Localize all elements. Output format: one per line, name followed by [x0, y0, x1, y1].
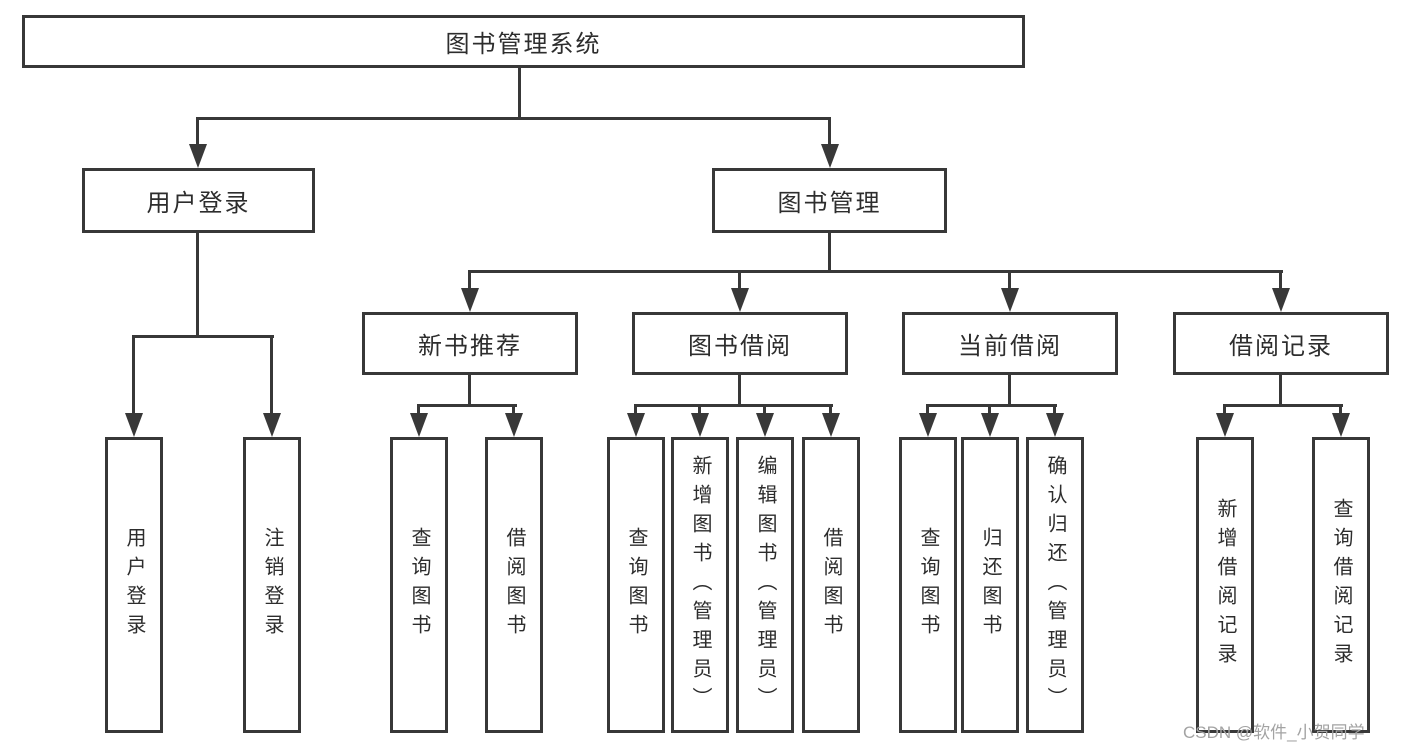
connector-line [468, 375, 471, 407]
connector-line [927, 404, 1057, 407]
connector-line [1008, 375, 1011, 407]
node-new-book-recommendation: 新书推荐 [362, 312, 578, 375]
arrowhead-down-icon [505, 413, 523, 437]
node-label: 图书借阅 [688, 333, 792, 360]
arrowhead-down-icon [125, 413, 143, 437]
connector-line [518, 66, 521, 120]
connector-line [634, 404, 637, 416]
node-label: 查询借阅记录 [1330, 498, 1352, 672]
node-label: 确认归还（管理员） [1044, 454, 1066, 716]
arrowhead-down-icon [1332, 413, 1350, 437]
node-query-books-recommend: 查询图书 [390, 437, 448, 733]
connector-line [1339, 404, 1342, 416]
connector-line [698, 404, 701, 416]
node-label: 借阅图书 [503, 527, 525, 643]
node-label: 注销登录 [261, 527, 283, 643]
connector-line [926, 404, 929, 416]
node-return-books: 归还图书 [961, 437, 1019, 733]
arrowhead-down-icon [919, 413, 937, 437]
connector-line [1223, 404, 1226, 416]
node-add-books-admin: 新增图书（管理员） [671, 437, 729, 733]
connector-line [132, 335, 135, 415]
connector-line [828, 117, 831, 147]
node-add-borrow-record: 新增借阅记录 [1196, 437, 1254, 733]
node-user-login: 用户登录 [82, 168, 315, 233]
watermark-text: CSDN @软件_小贺同学 [1183, 723, 1365, 742]
node-label: 图书管理 [777, 190, 882, 217]
node-label: 借阅记录 [1229, 333, 1333, 360]
arrowhead-down-icon [691, 413, 709, 437]
node-user-login-leaf: 用户登录 [105, 437, 163, 733]
node-label: 新书推荐 [418, 333, 522, 360]
connector-line [738, 375, 741, 407]
node-edit-books-admin: 编辑图书（管理员） [736, 437, 794, 733]
connector-line [468, 270, 471, 290]
connector-line [1279, 375, 1282, 407]
connector-line [1008, 270, 1011, 290]
connector-line [1053, 404, 1056, 416]
connector-line [828, 233, 831, 273]
connector-line [988, 404, 991, 416]
arrowhead-down-icon [461, 288, 479, 312]
node-label: 查询图书 [408, 527, 430, 643]
connector-line [196, 233, 199, 338]
node-current-borrowing: 当前借阅 [902, 312, 1118, 375]
node-library-management-system: 图书管理系统 [22, 15, 1025, 68]
arrowhead-down-icon [1272, 288, 1290, 312]
connector-line [763, 404, 766, 416]
connector-line [417, 404, 420, 416]
connector-line [738, 270, 741, 290]
arrowhead-down-icon [821, 144, 839, 168]
node-borrowing-records: 借阅记录 [1173, 312, 1389, 375]
node-label: 用户登录 [123, 527, 145, 643]
node-book-borrowing: 图书借阅 [632, 312, 848, 375]
node-label: 当前借阅 [958, 333, 1062, 360]
node-label: 图书管理系统 [445, 31, 602, 58]
node-label: 借阅图书 [820, 527, 842, 643]
arrowhead-down-icon [731, 288, 749, 312]
arrowhead-down-icon [1001, 288, 1019, 312]
node-label: 归还图书 [979, 527, 1001, 643]
node-label: 新增借阅记录 [1214, 498, 1236, 672]
node-confirm-return-admin: 确认归还（管理员） [1026, 437, 1084, 733]
node-borrow-books-recommend: 借阅图书 [485, 437, 543, 733]
node-query-books-borrowing: 查询图书 [607, 437, 665, 733]
node-query-books-current: 查询图书 [899, 437, 957, 733]
connector-line [196, 117, 199, 147]
node-book-management: 图书管理 [712, 168, 947, 233]
arrowhead-down-icon [189, 144, 207, 168]
arrowhead-down-icon [1216, 413, 1234, 437]
node-label: 编辑图书（管理员） [754, 454, 776, 716]
connector-line [635, 404, 833, 407]
connector-line [197, 117, 831, 120]
arrowhead-down-icon [1046, 413, 1064, 437]
node-label: 查询图书 [917, 527, 939, 643]
arrowhead-down-icon [756, 413, 774, 437]
node-label: 查询图书 [625, 527, 647, 643]
arrowhead-down-icon [263, 413, 281, 437]
connector-line [829, 404, 832, 416]
arrowhead-down-icon [981, 413, 999, 437]
node-logout: 注销登录 [243, 437, 301, 733]
node-label: 用户登录 [146, 190, 251, 217]
connector-line [133, 335, 274, 338]
connector-line [1279, 270, 1282, 290]
connector-line [1224, 404, 1343, 407]
connector-line [418, 404, 517, 407]
connector-line [512, 404, 515, 416]
connector-line [469, 270, 1283, 273]
node-label: 新增图书（管理员） [689, 454, 711, 716]
node-borrow-books-borrowing: 借阅图书 [802, 437, 860, 733]
arrowhead-down-icon [627, 413, 645, 437]
arrowhead-down-icon [410, 413, 428, 437]
arrowhead-down-icon [822, 413, 840, 437]
node-query-borrow-record: 查询借阅记录 [1312, 437, 1370, 733]
connector-line [270, 335, 273, 415]
